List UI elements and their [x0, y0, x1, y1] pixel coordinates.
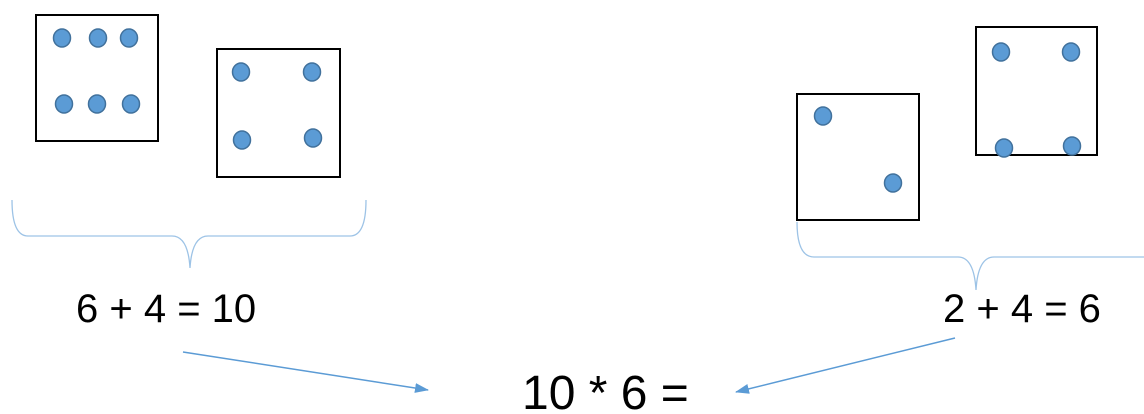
right-equation: 2 + 4 = 6 [943, 287, 1101, 331]
left-brace [11, 199, 367, 269]
pip [994, 138, 1014, 158]
left-die-four [216, 48, 341, 178]
pip [54, 94, 74, 114]
result-equation: 10 * 6 = [522, 367, 689, 414]
left-arrow [182, 351, 429, 393]
pip [302, 62, 322, 82]
right-die-four [975, 26, 1098, 158]
pip [232, 130, 252, 150]
pip [303, 128, 323, 148]
pip [121, 94, 141, 114]
pip [88, 28, 108, 48]
right-arrow [735, 337, 956, 394]
pip [991, 42, 1011, 62]
pip [231, 62, 251, 82]
pip [87, 94, 107, 114]
left-equation: 6 + 4 = 10 [76, 287, 256, 331]
right-die-two [796, 93, 920, 221]
pip [1062, 136, 1082, 156]
pip [119, 28, 139, 48]
left-die-six [35, 14, 159, 142]
pip [813, 106, 833, 126]
pip [1061, 42, 1081, 62]
right-brace [796, 221, 1144, 291]
pip [52, 28, 72, 48]
pip [883, 173, 903, 193]
